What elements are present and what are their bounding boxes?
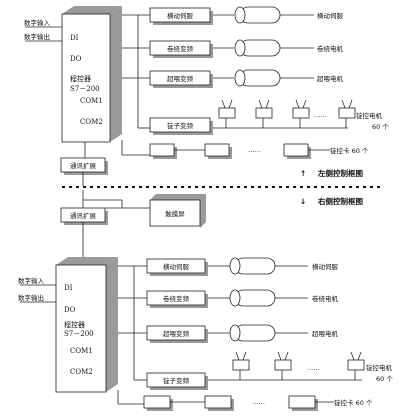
top-spindle-label: 锭控电机 (356, 111, 383, 120)
bottom-plc-name: 程控器 (64, 320, 85, 329)
svg-text:超喂变频: 超喂变频 (163, 329, 190, 338)
top-digital-output-label: 数字输出 (24, 32, 50, 41)
bottom-comm-expansion: 通讯扩展 (60, 207, 108, 225)
svg-text:超喂变频: 超喂变频 (167, 74, 194, 83)
top-plc-name: 程控器 (70, 74, 91, 83)
bottom-motor-winding: 卷绕电机 (229, 289, 339, 307)
bottom-plc-model: S7－200 (64, 330, 94, 338)
bottom-plc-di: DI (64, 284, 73, 292)
svg-text:锭子变频: 锭子变频 (163, 376, 190, 385)
bottom-card-dots: …… (252, 398, 265, 406)
top-motor-winding: 卷绕电机 (234, 39, 344, 57)
top-plc-di: DI (70, 34, 79, 42)
top-driver-overfeed: 超喂变频 (149, 70, 213, 88)
bottom-driver-winding: 卷绕变频 (146, 290, 208, 308)
svg-text:卷绕变频: 卷绕变频 (167, 44, 194, 53)
bottom-plc-do: DO (64, 306, 76, 314)
bottom-driver-overfeed: 超喂变频 (146, 325, 208, 343)
top-spindle-motors: …… 锭控电机 60 个 (218, 99, 389, 131)
top-digital-input-label: 数字输入 (24, 18, 51, 27)
svg-text:横动伺服: 横动伺服 (312, 262, 339, 271)
svg-text:超喂电机: 超喂电机 (317, 74, 344, 83)
svg-text:横动伺服: 横动伺服 (167, 11, 194, 20)
top-plc-do: DO (70, 55, 82, 63)
top-control-system: 数字输入 数字输出 DI DO 程控器 S7－200 COM1 COM2 横动伺… (24, 6, 389, 186)
svg-text:卷绕电机: 卷绕电机 (312, 294, 339, 303)
touchscreen: 触摸屏 (149, 194, 206, 228)
top-motor-servo: 横动伺服 (234, 6, 344, 24)
top-plc-com1: COM1 (80, 97, 103, 105)
bottom-spindle-label: 锭控电机 (366, 363, 393, 372)
svg-text:卷绕电机: 卷绕电机 (317, 44, 344, 53)
bottom-card-label: 锭控卡 60 个 (334, 398, 373, 407)
bottom-motor-servo: 横动伺服 (229, 257, 339, 275)
svg-text:通讯扩展: 通讯扩展 (70, 161, 97, 170)
bottom-plc-com2: COM2 (70, 368, 93, 376)
top-plc-box: DI DO 程控器 S7－200 COM1 COM2 (61, 6, 122, 143)
top-plc-model: S7－200 (70, 85, 100, 93)
left-caption: 左侧控制框图 (317, 168, 363, 178)
svg-text:锭子变频: 锭子变频 (167, 121, 194, 130)
bottom-plc-box: DI DO 程控器 S7－200 COM1 COM2 (55, 257, 118, 393)
svg-text:卷绕变频: 卷绕变频 (163, 294, 190, 303)
right-caption: 右侧控制框图 (317, 196, 363, 206)
bottom-digital-output-label: 数字输出 (18, 293, 44, 302)
top-card-label: 锭控卡 60 个 (330, 146, 369, 155)
top-plc-com2: COM2 (80, 118, 103, 126)
top-driver-servo: 横动伺服 (149, 7, 213, 25)
bottom-control-system: 通讯扩展 数字输入 数字输出 DI DO 程控器 S7－200 COM1 COM… (18, 207, 393, 411)
svg-text:横动伺服: 横动伺服 (317, 11, 344, 20)
svg-text:超喂电机: 超喂电机 (312, 329, 339, 338)
bottom-spindle-cards: …… 锭控卡 60 个 (143, 395, 373, 411)
down-arrow: ↓ (300, 197, 306, 206)
top-spindle-cards: …… 锭控卡 60 个 (149, 143, 369, 159)
top-comm-expansion: 通讯扩展 (60, 157, 108, 175)
top-driver-winding: 卷绕变频 (149, 40, 213, 58)
bottom-spindle-motors: …… 锭控电机 60 个 (232, 351, 393, 383)
top-driver-spindle: 锭子变频 (149, 117, 213, 135)
bottom-spindle-count: 60 个 (376, 375, 393, 383)
up-arrow: ↑ (300, 169, 306, 178)
bottom-driver-spindle: 锭子变频 (146, 372, 208, 390)
divider: ↑ 左侧控制框图 ↓ 右侧控制框图 (62, 168, 384, 206)
svg-text:通讯扩展: 通讯扩展 (70, 211, 97, 220)
bottom-motor-overfeed: 超喂电机 (229, 324, 339, 342)
svg-text:横动伺服: 横动伺服 (163, 262, 190, 271)
bottom-digital-input-label: 数字输入 (18, 276, 45, 285)
bottom-plc-com1: COM1 (70, 347, 93, 355)
bottom-spindle-dots: …… (307, 364, 320, 372)
bottom-driver-servo: 横动伺服 (146, 258, 208, 276)
top-card-dots: …… (248, 146, 261, 154)
top-spindle-dots: …… (314, 111, 327, 119)
svg-text:触摸屏: 触摸屏 (165, 209, 185, 218)
top-motor-overfeed: 超喂电机 (234, 69, 344, 87)
top-spindle-count: 60 个 (372, 123, 389, 131)
